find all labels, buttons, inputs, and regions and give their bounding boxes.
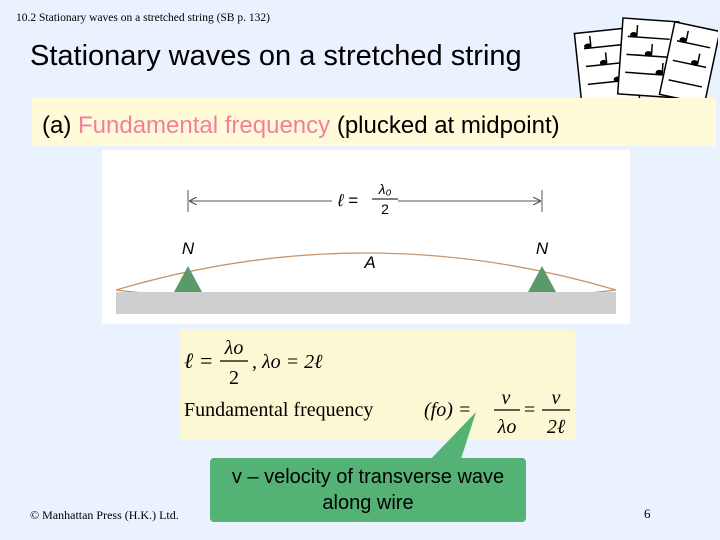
formula-l-equals: ℓ = <box>184 348 214 373</box>
support-base <box>116 292 616 314</box>
formula-2l-denominator: 2ℓ <box>547 416 566 438</box>
music-sheets-icon <box>573 17 718 108</box>
formula-f0: (fo) = <box>424 399 471 421</box>
formula-equals: = <box>524 399 535 421</box>
length-denominator: 2 <box>381 201 389 217</box>
node-support-right <box>528 266 556 292</box>
callout-pointer <box>428 412 476 462</box>
antinode-label: A <box>363 253 375 272</box>
node-support-left <box>174 266 202 292</box>
page-number: 6 <box>644 506 651 521</box>
length-numerator: λ₀ <box>378 181 392 197</box>
subtitle-highlight-box <box>32 98 716 146</box>
subtitle: (a) Fundamental frequency (plucked at mi… <box>42 108 602 144</box>
formula-lambda-denominator: λo <box>497 416 517 438</box>
node-label-right: N <box>536 239 549 258</box>
subtitle-prefix: (a) <box>42 112 78 139</box>
slide-title: Stationary waves on a stretched string <box>30 40 522 72</box>
formula-two-denominator: 2 <box>229 367 239 389</box>
velocity-callout: v – velocity of transverse wave along wi… <box>210 458 526 522</box>
formula-v-numerator-2: v <box>552 387 561 409</box>
formula-lambda-relation: , λo = 2ℓ <box>252 351 323 373</box>
subtitle-suffix: (plucked at midpoint) <box>330 112 560 139</box>
formula-box: ℓ = λo 2 , λo = 2ℓ Fundamental frequency… <box>180 330 575 440</box>
section-reference: 10.2 Stationary waves on a stretched str… <box>16 12 270 24</box>
standing-wave-diagram: ℓ = λ₀ 2 N N A <box>102 150 630 324</box>
node-label-left: N <box>182 239 195 258</box>
formula-v-numerator-1: v <box>502 387 511 409</box>
formula-fundamental-label: Fundamental frequency <box>184 399 373 421</box>
subtitle-highlight: Fundamental frequency <box>78 112 331 139</box>
formula-lambda-numerator: λo <box>224 337 244 359</box>
length-symbol: ℓ = <box>337 191 358 210</box>
copyright-footer: © Manhattan Press (H.K.) Ltd. <box>30 508 179 522</box>
